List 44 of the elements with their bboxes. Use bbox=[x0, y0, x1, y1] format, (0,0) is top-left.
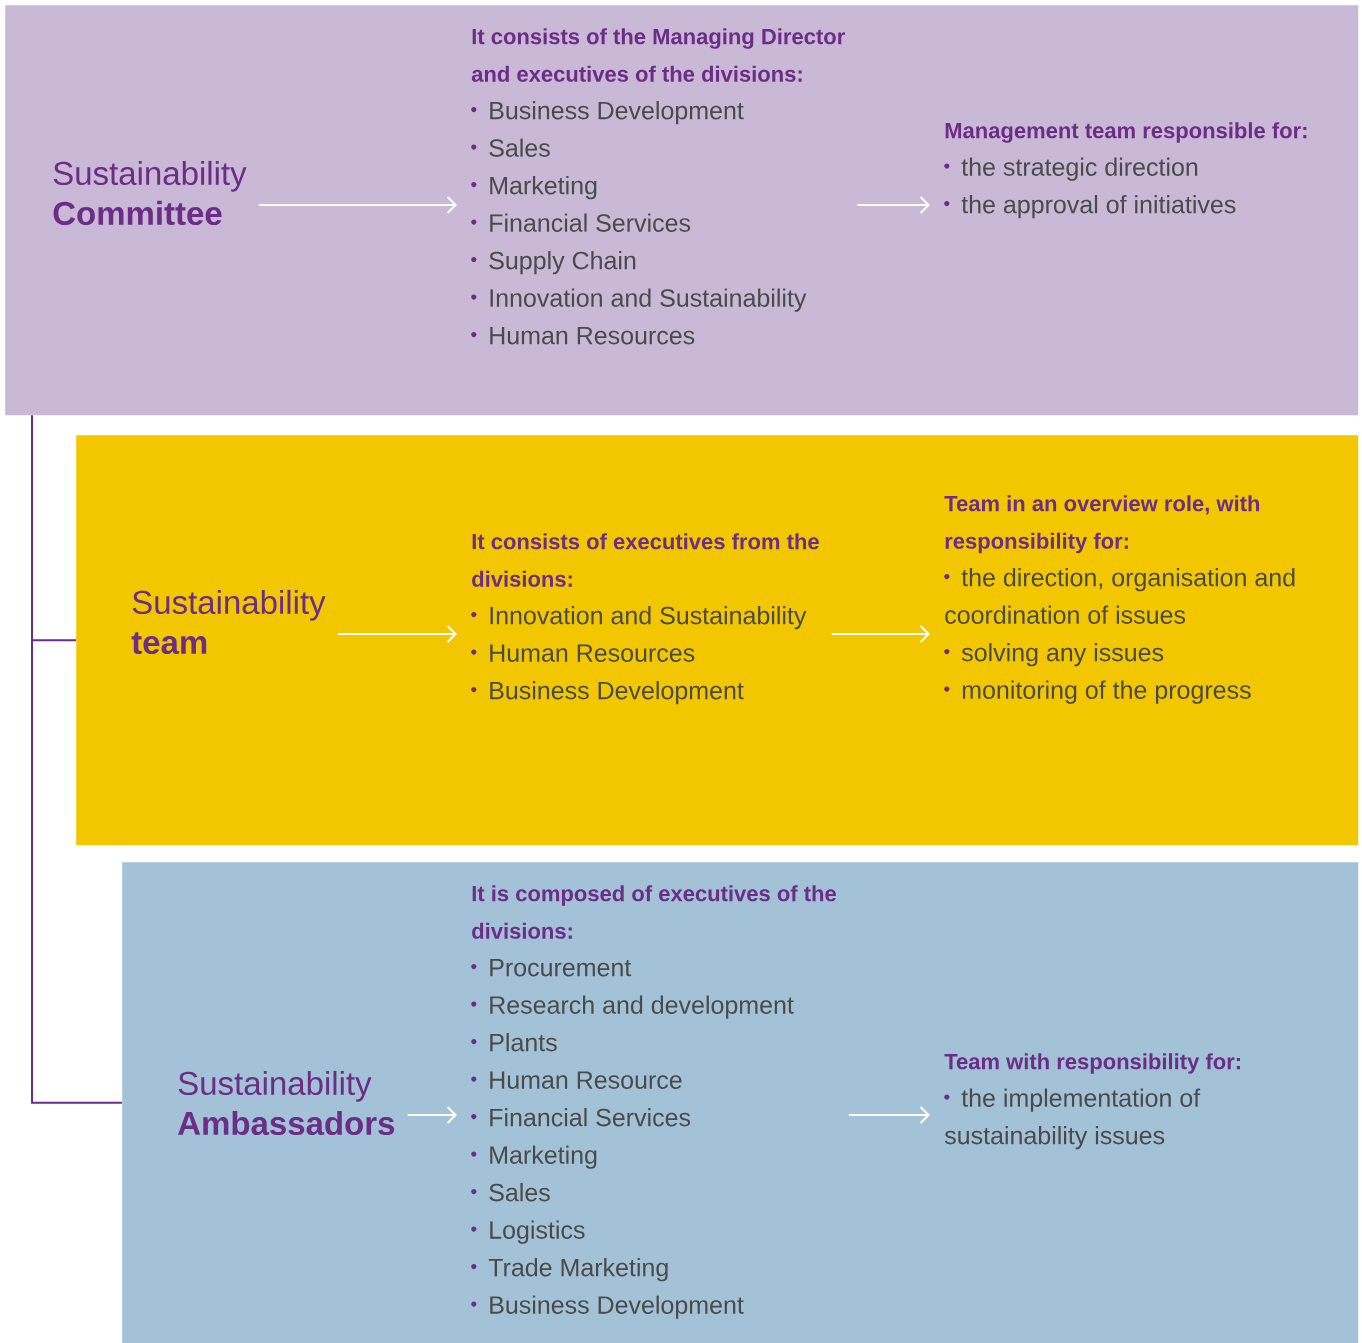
list-heading: It consists of executives from the divisions: bbox=[472, 533, 819, 587]
bullet-item: the strategic direction bbox=[944, 157, 1198, 181]
arrow bbox=[830, 625, 930, 643]
group-title: Sustainability Ambassadors bbox=[178, 1070, 395, 1136]
bullet-item: Human Resources bbox=[471, 326, 695, 345]
arrow bbox=[336, 625, 457, 643]
bullet-item: Financial Services bbox=[471, 213, 691, 232]
arrow bbox=[257, 196, 457, 214]
list-heading: It is composed of executives of the divisions: bbox=[472, 885, 836, 939]
bullet-item: Human Resources bbox=[471, 644, 695, 662]
bullet-item: Plants bbox=[471, 1033, 557, 1052]
group-title: Sustainability Committee bbox=[53, 160, 247, 226]
bullet-item: Marketing bbox=[471, 1145, 597, 1169]
bullet-item: solving any issues bbox=[944, 643, 1164, 667]
connector-line bbox=[31, 414, 123, 1104]
band-background bbox=[5, 5, 1359, 416]
bullet-item: Business Development bbox=[471, 101, 744, 125]
arrow bbox=[847, 1106, 930, 1124]
bullet-item: Business Development bbox=[471, 1295, 744, 1319]
list-heading: Team with responsibility for: bbox=[944, 1053, 1240, 1074]
list-heading: Management team responsible for: bbox=[945, 122, 1307, 143]
bullet-item: Marketing bbox=[471, 176, 597, 200]
bullet-item: Business Development bbox=[471, 681, 744, 705]
band-background bbox=[122, 862, 1359, 1343]
bullet-item: Logistics bbox=[471, 1220, 585, 1244]
bullet-item: the implementation of sustainability issues bbox=[944, 1088, 1201, 1150]
bullet-item: Supply Chain bbox=[471, 251, 636, 275]
arrow bbox=[406, 1106, 457, 1124]
bullet-item: Human Resource bbox=[471, 1071, 682, 1089]
group-title: Sustainability team bbox=[131, 589, 326, 655]
bullet-item: Sales bbox=[471, 138, 550, 157]
bullet-item: the approval of initiatives bbox=[944, 195, 1236, 219]
bullet-item: Innovation and Sustainability bbox=[471, 606, 807, 630]
bullet-item: Innovation and Sustainability bbox=[471, 288, 807, 312]
arrow bbox=[856, 196, 930, 214]
bullet-item: Financial Services bbox=[471, 1108, 691, 1127]
bullet-item: Procurement bbox=[471, 958, 632, 977]
list-heading: It consists of the Managing Director and executives of the divisions: bbox=[471, 28, 845, 82]
list-heading: Team in an overview role, with responsibility for: bbox=[944, 495, 1260, 554]
bullet-item: Sales bbox=[471, 1183, 550, 1202]
band-background bbox=[76, 435, 1359, 846]
bullet-item: monitoring of the progress bbox=[944, 680, 1251, 704]
bullet-item: Research and development bbox=[471, 995, 794, 1019]
bullet-item: Trade Marketing bbox=[471, 1258, 668, 1282]
